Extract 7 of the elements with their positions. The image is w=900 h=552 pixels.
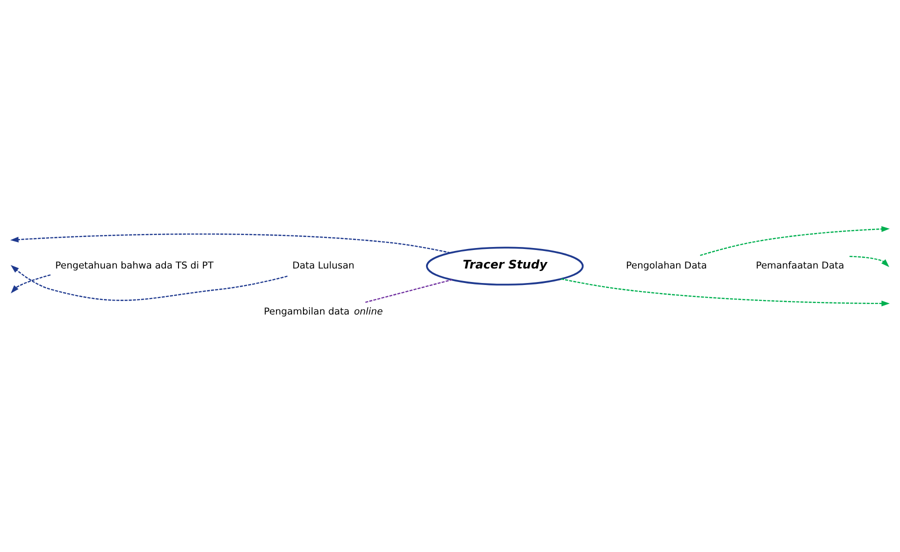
- connector: [365, 279, 452, 303]
- node-text: Data Lulusan: [292, 260, 354, 272]
- node-ellipse: Tracer Study: [426, 246, 584, 286]
- node-text: Pengolahan Data: [626, 260, 707, 272]
- node-text: Pemanfaatan Data: [756, 260, 844, 272]
- node-text: Pengetahuan bahwa ada TS di PT: [55, 260, 214, 272]
- node-text: Pengambilan data online: [264, 306, 383, 318]
